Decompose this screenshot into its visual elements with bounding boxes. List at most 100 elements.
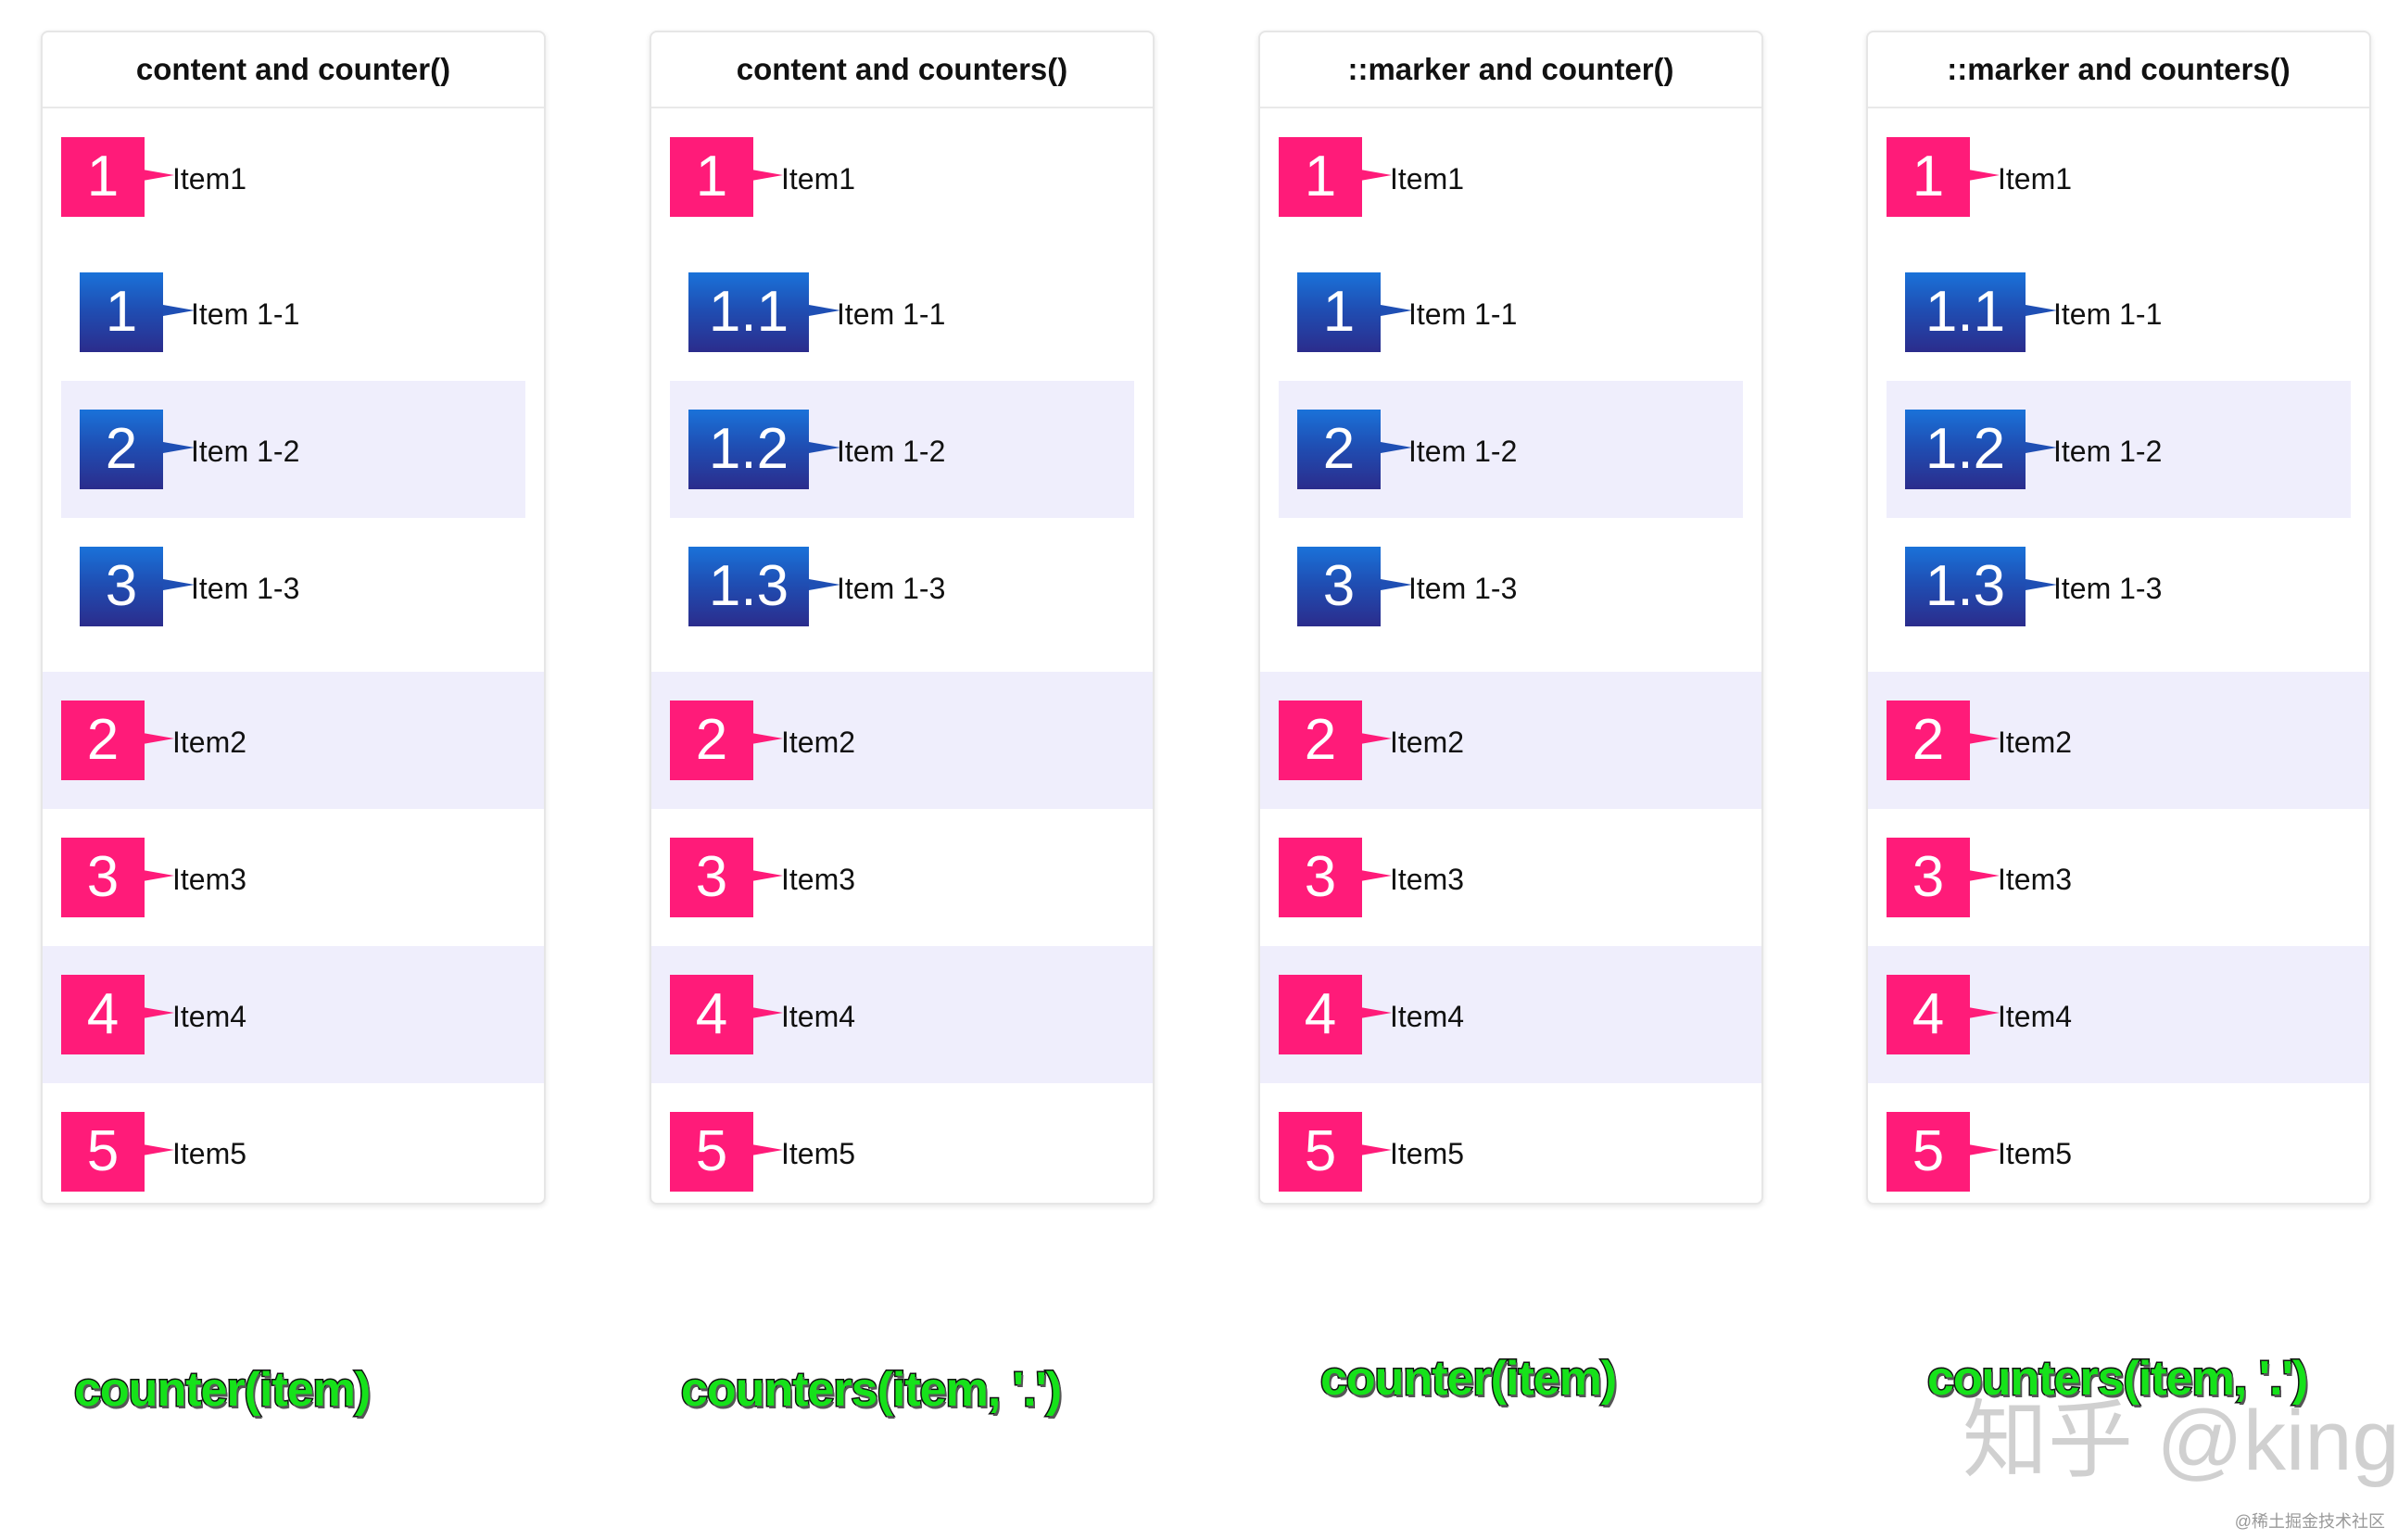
list-item: 4 Item4: [1260, 946, 1761, 1083]
list-item: 4 Item4: [1868, 946, 2369, 1083]
nested-list-item: 1 Item 1-1: [1279, 244, 1743, 381]
marker-pointer-icon: [1968, 868, 2000, 891]
marker-pointer-icon: [2026, 577, 2057, 600]
counter-marker: 2: [1279, 701, 1362, 780]
marker-pointer-icon: [1968, 731, 2000, 754]
nested-counter-marker: 1.1: [688, 272, 809, 352]
item-label: Item5: [172, 1137, 247, 1170]
marker-pointer-icon: [1360, 1142, 1392, 1166]
marker-pointer-icon: [1360, 868, 1392, 891]
nested-list-item: 2 Item 1-2: [61, 381, 525, 518]
marker-pointer-icon: [163, 303, 195, 326]
nested-item-label: Item 1-3: [1408, 572, 1518, 605]
counter-marker: 5: [670, 1112, 753, 1192]
item-label: Item4: [1390, 1000, 1465, 1033]
marker-pointer-icon: [1360, 168, 1392, 191]
item-label: Item1: [172, 162, 247, 196]
counter-marker: 2: [1887, 701, 1970, 780]
counter-marker: 2: [61, 701, 145, 780]
counter-marker: 4: [670, 975, 753, 1054]
list-item: 3 Item3: [43, 809, 544, 946]
marker-pointer-icon: [2026, 303, 2057, 326]
nested-counter-marker: 2: [1297, 410, 1381, 489]
counter-marker: 3: [1279, 838, 1362, 917]
marker-pointer-icon: [1381, 303, 1412, 326]
nested-counter-marker: 1: [1297, 272, 1381, 352]
item-label: Item3: [172, 863, 247, 896]
marker-pointer-icon: [2026, 440, 2057, 463]
marker-pointer-icon: [751, 731, 783, 754]
counter-marker: 1: [1279, 137, 1362, 217]
panel-title: content and counter(): [43, 32, 544, 108]
item-label: Item4: [172, 1000, 247, 1033]
nested-item-label: Item 1-1: [1408, 297, 1518, 331]
panel-title: ::marker and counter(): [1260, 32, 1761, 108]
marker-pointer-icon: [143, 1005, 174, 1029]
counter-marker: 4: [1279, 975, 1362, 1054]
counter-marker: 5: [1887, 1112, 1970, 1192]
marker-pointer-icon: [163, 440, 195, 463]
marker-pointer-icon: [1381, 577, 1412, 600]
item-label: Item3: [1998, 863, 2073, 896]
nested-item-label: Item 1-3: [837, 572, 946, 605]
counter-marker: 4: [61, 975, 145, 1054]
list-item: 2 Item2: [1260, 672, 1761, 809]
item-label: Item2: [781, 726, 856, 759]
panel-title: content and counters(): [651, 32, 1153, 108]
item-label: Item2: [1390, 726, 1465, 759]
marker-pointer-icon: [143, 1142, 174, 1166]
counter-function-caption: counter(item): [72, 1362, 372, 1419]
counter-marker: 3: [61, 838, 145, 917]
item-label: Item5: [1998, 1137, 2073, 1170]
nested-item-label: Item 1-2: [837, 435, 946, 468]
nested-counter-marker: 2: [80, 410, 163, 489]
marker-pointer-icon: [751, 868, 783, 891]
list-item: 4 Item4: [43, 946, 544, 1083]
counter-marker: 4: [1887, 975, 1970, 1054]
item-label: Item1: [781, 162, 856, 196]
item-label: Item4: [1998, 1000, 2073, 1033]
marker-pointer-icon: [1360, 1005, 1392, 1029]
nested-item-label: Item 1-3: [191, 572, 300, 605]
list-item-head: 4 Item4: [43, 946, 544, 1083]
nested-item-label: Item 1-2: [191, 435, 300, 468]
list-item-head: 4 Item4: [1260, 946, 1761, 1083]
watermark: 知乎 @king: [1963, 1394, 2398, 1488]
nested-item-label: Item 1-1: [191, 297, 300, 331]
marker-pointer-icon: [751, 1142, 783, 1166]
panel-title: ::marker and counters(): [1868, 32, 2369, 108]
counter-marker: 1: [61, 137, 145, 217]
